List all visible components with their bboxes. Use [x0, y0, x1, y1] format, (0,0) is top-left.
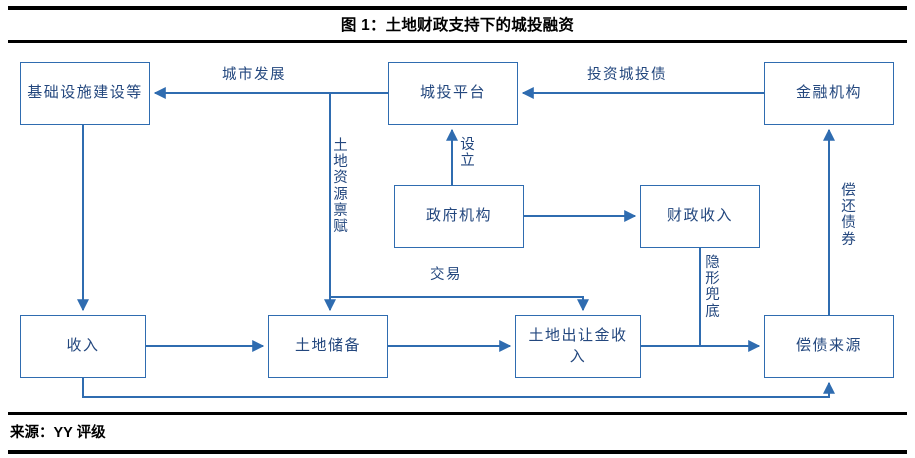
node-debt-repayment-source[interactable]: 偿债来源: [764, 315, 894, 378]
flowchart-diagram: 基础设施建设等 城投平台 金融机构 政府机构 财政收入 收入 土地储备 土地出让…: [0, 43, 915, 412]
node-government-agency[interactable]: 政府机构: [394, 185, 524, 248]
source-divider-rule: [8, 412, 907, 415]
edge-label-text: 土地资源禀赋: [333, 138, 348, 236]
edge-label-text: 投资城投债: [587, 67, 667, 83]
top-rule: [8, 6, 907, 10]
source-label: 来源：YY 评级: [10, 425, 106, 441]
node-land-transfer-income[interactable]: 土地出让金收入: [515, 315, 641, 378]
node-label: 政府机构: [425, 208, 492, 225]
edge-label-text: 交易: [430, 267, 462, 283]
title-underline-rule: [8, 40, 907, 43]
edge-label-text: 设立: [460, 137, 475, 170]
node-label: 收入: [66, 338, 100, 355]
node-chengtou-platform[interactable]: 城投平台: [388, 62, 518, 125]
node-income[interactable]: 收入: [20, 315, 146, 378]
node-financial-institution[interactable]: 金融机构: [764, 62, 894, 125]
edge-income-to-debt-source: [82, 378, 835, 398]
node-label: 城投平台: [419, 85, 486, 102]
node-label: 财政收入: [666, 208, 733, 225]
node-infrastructure[interactable]: 基础设施建设等: [20, 62, 150, 125]
edge-label-land-resource-endowment: 土地资源禀赋: [332, 138, 349, 235]
node-label: 基础设施建设等: [27, 85, 143, 102]
node-label: 偿债来源: [795, 338, 862, 355]
edge-label-text: 城市发展: [222, 67, 286, 83]
edge-government-to-land-transfer: [330, 296, 589, 312]
edge-label-establish: 设立: [459, 137, 476, 169]
flowchart-connectors: [77, 87, 835, 398]
edge-label-repay-bond: 偿还债券: [840, 183, 857, 248]
edge-label-invest-chengtou-bond: 投资城投债: [587, 63, 667, 84]
edge-label-transaction: 交易: [430, 263, 462, 284]
page-title: 图 1：土地财政支持下的城投融资: [340, 17, 575, 34]
edge-label-urban-development: 城市发展: [222, 63, 286, 84]
node-label: 金融机构: [795, 85, 862, 102]
node-fiscal-revenue[interactable]: 财政收入: [640, 185, 760, 248]
node-label: 土地储备: [294, 338, 361, 355]
edge-label-implicit-backstop: 隐形兜底: [704, 255, 721, 320]
bottom-rule: [8, 450, 907, 454]
edge-label-text: 偿还债券: [841, 183, 856, 248]
edge-label-text: 隐形兜底: [705, 255, 720, 320]
node-label: 土地出让金收入: [528, 328, 628, 365]
node-land-reserve[interactable]: 土地储备: [268, 315, 388, 378]
